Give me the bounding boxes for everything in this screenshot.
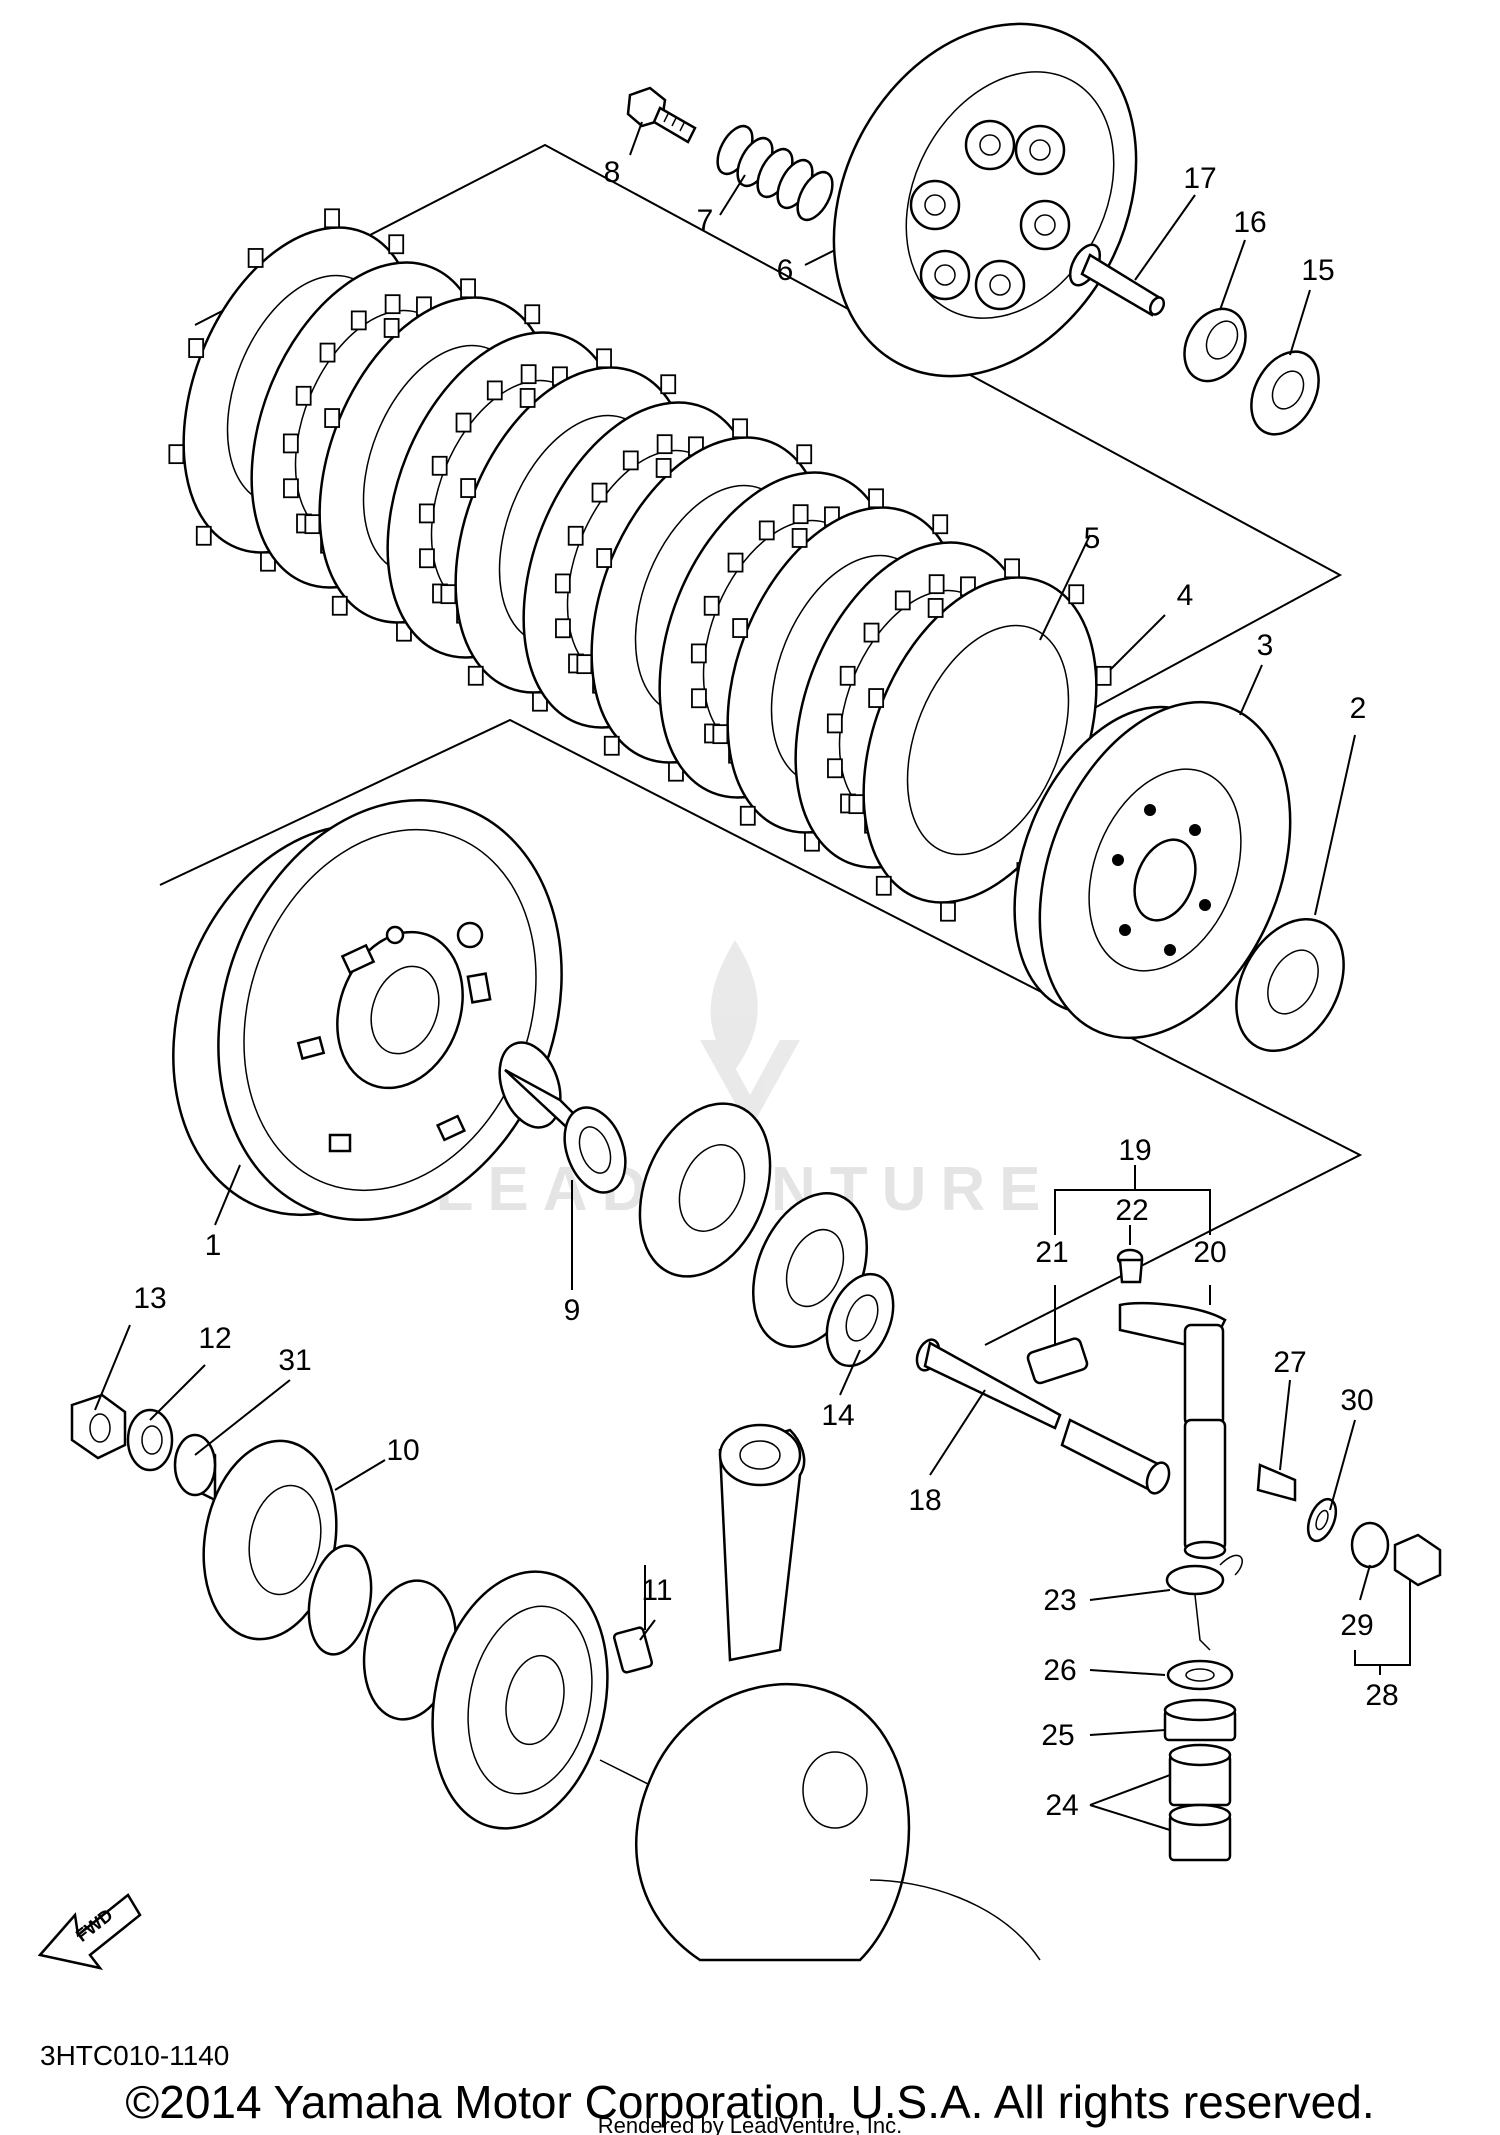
push-rod: [1068, 243, 1166, 317]
callout-17: 17: [1183, 162, 1216, 195]
clutch-nut: [1183, 307, 1247, 383]
callout-16: 16: [1233, 206, 1266, 239]
callout-4: 4: [1177, 579, 1194, 612]
kick-washer: [825, 1272, 895, 1368]
callout-30: 30: [1340, 1384, 1373, 1417]
clutch-bolt: [626, 86, 697, 144]
callout-3: 3: [1257, 629, 1274, 662]
adjust-bolt-set: [1256, 1463, 1442, 1587]
clutch-housing: [172, 798, 563, 1222]
callout-19: 19: [1118, 1134, 1151, 1167]
callout-18: 18: [908, 1484, 941, 1517]
fwd-arrow-icon: FWD: [37, 1893, 142, 1970]
clutch-boss: [1013, 700, 1292, 1040]
callout-31: 31: [278, 1344, 311, 1377]
callout-12: 12: [198, 1322, 231, 1355]
primary-drive-parts: [70, 1393, 458, 1721]
push-lever-assembly: [1026, 1248, 1227, 1560]
callout-22: 22: [1115, 1194, 1148, 1227]
callout-20: 20: [1193, 1236, 1226, 1269]
callout-21: 21: [1035, 1236, 1068, 1269]
callout-6: 6: [777, 254, 794, 287]
callout-14: 14: [821, 1399, 854, 1432]
callout-11: 11: [641, 1574, 672, 1607]
callout-29: 29: [1340, 1609, 1373, 1642]
push-lever-shaft: [915, 1338, 1171, 1495]
primary-drive-collar: [498, 1041, 627, 1194]
callout-13: 13: [133, 1282, 166, 1315]
copyright-text: ©2014 Yamaha Motor Corporation, U.S.A. A…: [125, 2076, 1374, 2128]
callout-24: 24: [1045, 1789, 1078, 1822]
callout-1: 1: [205, 1229, 222, 1262]
callout-23: 23: [1043, 1584, 1076, 1617]
callout-8: 8: [604, 156, 621, 189]
callout-5: 5: [1084, 522, 1101, 555]
callout-26: 26: [1043, 1654, 1076, 1687]
leader-lines: [94, 121, 1411, 1831]
lock-washer: [1250, 350, 1320, 436]
clutch-plate-stack: [168, 208, 1112, 922]
woodruff-key: [612, 1626, 654, 1674]
crankshaft: [431, 1423, 1041, 1962]
callout-25: 25: [1041, 1719, 1074, 1752]
pressure-plate: [832, 22, 1138, 378]
callout-labels: 1 2 3 4 5 6 7 8 9 10 11 12 13 14 15 16 1…: [133, 156, 1398, 1822]
clutch-spring: [716, 124, 834, 222]
callout-27: 27: [1273, 1346, 1306, 1379]
lever-lower-parts: [1163, 1554, 1243, 1862]
callout-7: 7: [697, 204, 714, 237]
callout-9: 9: [564, 1294, 581, 1327]
thrust-washer: [1235, 917, 1345, 1053]
callout-2: 2: [1350, 692, 1367, 725]
callout-28: 28: [1365, 1679, 1398, 1712]
drawing-code: 3HTC010-1140: [40, 2040, 229, 2071]
rendered-by-text: Rendered by LeadVenture, Inc.: [598, 2113, 903, 2135]
callout-10: 10: [386, 1434, 419, 1467]
callout-15: 15: [1301, 254, 1334, 287]
